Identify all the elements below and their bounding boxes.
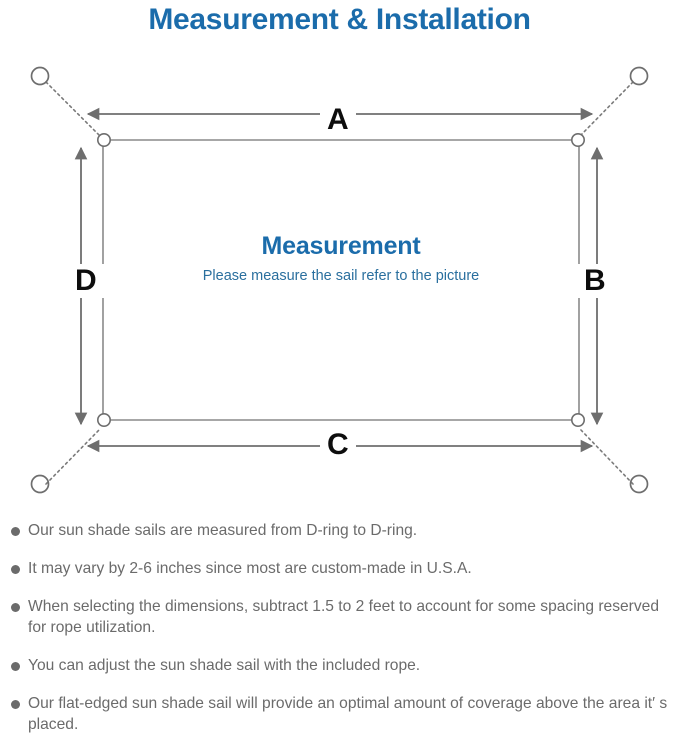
bullet-icon (11, 565, 20, 574)
bullet-icon (11, 527, 20, 536)
anchor-ring-bottom-right (629, 474, 649, 494)
list-item: You can adjust the sun shade sail with t… (0, 655, 679, 676)
bullet-icon (11, 662, 20, 671)
dimension-label-a: A (320, 103, 356, 137)
notes-list: Our sun shade sails are measured from D-… (0, 520, 679, 752)
list-item: Our flat-edged sun shade sail will provi… (0, 693, 679, 735)
rope-line-top-left (45, 81, 101, 137)
rope-line-top-right (579, 81, 634, 137)
rope-line-bottom-right (579, 428, 634, 485)
dimension-label-d: D (68, 264, 104, 298)
list-item: Our sun shade sails are measured from D-… (0, 520, 679, 541)
anchor-ring-top-left (30, 66, 50, 86)
list-item-text: You can adjust the sun shade sail with t… (28, 657, 421, 674)
list-item-text: It may vary by 2-6 inches since most are… (28, 560, 472, 577)
rope-line-bottom-left (45, 428, 101, 485)
list-item-text: Our sun shade sails are measured from D-… (28, 522, 418, 539)
d-ring-bottom-right (570, 412, 585, 427)
bullet-icon (11, 603, 20, 612)
anchor-rings (30, 66, 649, 494)
bullet-icon (11, 700, 20, 709)
dimension-label-b: B (577, 264, 613, 298)
d-ring-bottom-left (97, 412, 112, 427)
sail-measurement-diagram: A C B D Measurement Please measure the s… (0, 46, 679, 516)
dimension-label-c: C (320, 428, 356, 462)
list-item-text: When selecting the dimensions, subtract … (28, 598, 660, 636)
sail-caption-block: Measurement Please measure the sail refe… (103, 231, 579, 287)
d-rings (97, 133, 585, 427)
list-item-text: Our flat-edged sun shade sail will provi… (28, 695, 668, 733)
list-item: When selecting the dimensions, subtract … (0, 596, 679, 638)
list-item: It may vary by 2-6 inches since most are… (0, 558, 679, 579)
sail-caption-title: Measurement (261, 232, 421, 260)
anchor-ring-top-right (629, 66, 649, 86)
page-title: Measurement & Installation (148, 3, 531, 36)
rope-lines (45, 81, 634, 485)
d-ring-top-right (570, 133, 585, 148)
sail-caption-subtitle: Please measure the sail refer to the pic… (202, 268, 480, 284)
anchor-ring-bottom-left (30, 474, 50, 494)
d-ring-top-left (97, 133, 112, 148)
